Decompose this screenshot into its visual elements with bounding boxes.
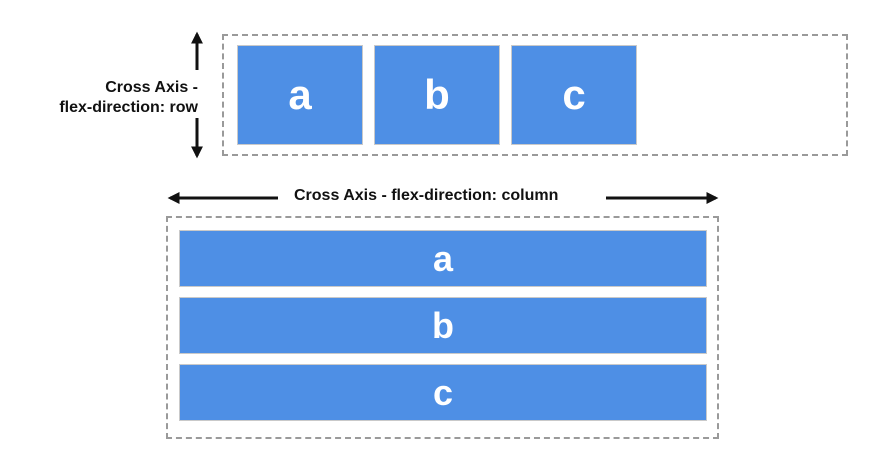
row-item-a: a (237, 45, 363, 145)
row-cross-axis-label-line1: Cross Axis - (105, 79, 198, 96)
row-cross-axis-label-line2: flex-direction: row (59, 99, 198, 116)
row-item-b: b (374, 45, 500, 145)
column-cross-axis-label: Cross Axis - flex-direction: column (294, 187, 559, 204)
row-item-c: c (511, 45, 637, 145)
column-item-c: c (179, 364, 707, 421)
column-item-b: b (179, 297, 707, 354)
flex-row-container: a b c (222, 34, 848, 156)
column-item-a: a (179, 230, 707, 287)
row-cross-axis-label: Cross Axis - flex-direction: row (59, 78, 198, 118)
flex-column-container: a b c (166, 216, 719, 439)
